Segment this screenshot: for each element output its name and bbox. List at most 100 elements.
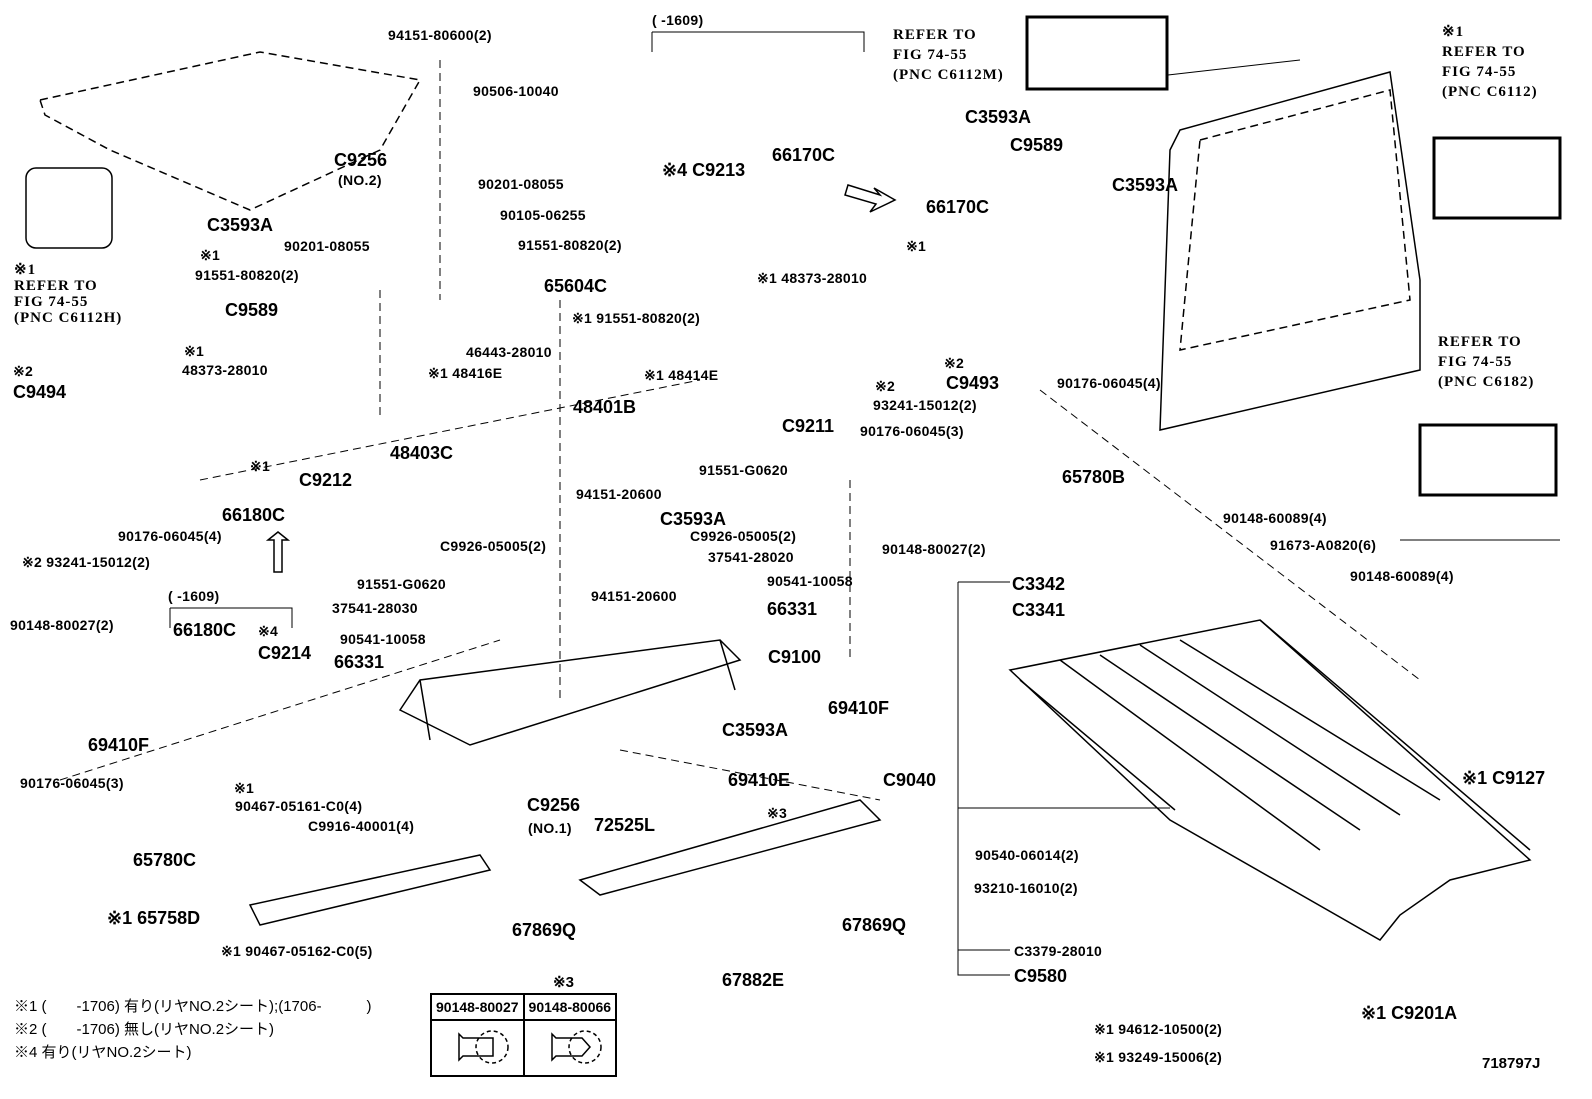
part-callout: C9214 [258, 643, 312, 663]
reference-line: (PNC C6112H) [14, 310, 123, 326]
label-stickers [25, 15, 1562, 497]
part-callout: 66180C [173, 620, 237, 640]
part-callout: ※1 [234, 780, 255, 796]
part-callout: 66180C [222, 505, 286, 525]
part-callout: 94151-80600(2) [388, 27, 492, 43]
part-callout: 90201-08055 [284, 238, 370, 254]
part-callout: ※1 65758D [107, 908, 201, 928]
part-callout: 69410F [828, 698, 890, 718]
part-callout: C9580 [1014, 966, 1068, 986]
part-callout: C9916-40001(4) [308, 818, 415, 834]
reference-line: FIG 74-55 [14, 294, 89, 310]
part-callout: 46443-28010 [466, 344, 552, 360]
part-callout: 66331 [334, 652, 385, 672]
screw-table-header: 90148-80066 [522, 993, 618, 1021]
part-callout: C9926-05005(2) [440, 538, 547, 554]
part-callout: C9256 [334, 150, 388, 170]
headliner-panel [39, 51, 422, 211]
part-callout: C9211 [782, 416, 835, 436]
part-callout: 90105-06255 [500, 207, 586, 223]
part-callout: ※1 90467-05162-C0(5) [221, 943, 373, 959]
part-callout: ※2 93241-15012(2) [22, 554, 151, 570]
reference-line: (PNC C6112) [1442, 84, 1538, 100]
part-callout: ※1 [200, 247, 221, 263]
part-callout: 37541-28030 [332, 600, 418, 616]
part-callout: C9100 [768, 647, 822, 667]
part-callout: 69410E [728, 770, 791, 790]
part-callout: ※1 [250, 458, 271, 474]
part-callout: 90148-60089(4) [1223, 510, 1327, 526]
part-callout: 65780B [1062, 467, 1126, 487]
reference-line: REFER TO [14, 278, 98, 294]
reference-line: REFER TO [1442, 44, 1526, 60]
screw-icon [430, 1019, 525, 1077]
part-callout: (NO.2) [338, 172, 382, 188]
part-callout: ※1 48416E [428, 365, 503, 381]
reference-line: (PNC C6112M) [893, 67, 1004, 83]
part-callout: C3593A [660, 509, 727, 529]
trim-rail [248, 799, 882, 926]
reference-line: REFER TO [893, 27, 977, 43]
part-callout: 90506-10040 [473, 83, 559, 99]
part-callout: 48403C [390, 443, 454, 463]
part-callout: ※1 [906, 238, 927, 254]
part-callout: ※2 [13, 363, 34, 379]
footnote-2: ※2 ( -1706) 無し(リヤNO.2シート) [14, 1021, 275, 1038]
screw-table-mark: ※3 [553, 974, 574, 991]
part-callout: 48373-28010 [182, 362, 268, 378]
part-callout: C3593A [965, 107, 1032, 127]
part-callout: 67882E [722, 970, 785, 990]
part-callout: (NO.1) [528, 820, 572, 836]
part-callout: 67869Q [842, 915, 907, 935]
part-callout: ※2 [944, 355, 965, 371]
part-callout: ※2 [875, 378, 896, 394]
figure-number: 718797J [1482, 1055, 1541, 1072]
part-callout: C9926-05005(2) [690, 528, 797, 544]
part-callout: 94151-20600 [591, 588, 677, 604]
part-callout: 66170C [926, 197, 990, 217]
reference-c6112: ※1 REFER TO FIG 74-55 (PNC C6112) [1442, 22, 1538, 102]
part-callout: 93210-16010(2) [974, 880, 1078, 896]
part-callout: ( -1609) [168, 588, 220, 604]
part-callout: ※1 94612-10500(2) [1094, 1021, 1223, 1037]
part-callout: 90540-06014(2) [975, 847, 1079, 863]
part-callout: ※3 [767, 805, 788, 821]
part-callout: 65604C [544, 276, 608, 296]
part-callout: 91551-80820(2) [518, 237, 622, 253]
part-callout: C3593A [1112, 175, 1179, 195]
reference-c6112m: REFER TO FIG 74-55 (PNC C6112M) [893, 25, 1004, 85]
part-callout: 90201-08055 [478, 176, 564, 192]
part-callout: 90148-80027(2) [882, 541, 986, 557]
reference-line: FIG 74-55 [893, 47, 968, 63]
part-callout: 90176-06045(4) [118, 528, 222, 544]
part-callout: 91551-G0620 [699, 462, 788, 478]
part-callout: 72525L [594, 815, 656, 835]
part-callout: C9493 [946, 373, 1000, 393]
part-callout: ※1 91551-80820(2) [572, 310, 701, 326]
part-callout: C9212 [299, 470, 353, 490]
part-callout: 90467-05161-C0(4) [235, 798, 363, 814]
part-callout: ※1 C9127 [1462, 768, 1546, 788]
part-callout: 90176-06045(4) [1057, 375, 1161, 391]
reference-line: REFER TO [1438, 334, 1522, 350]
screw-table-header: 90148-80027 [430, 993, 525, 1021]
seat-back-panel [1159, 71, 1421, 431]
direction-arrows [265, 184, 897, 573]
screw-table: 90148-80027 90148-80066 [430, 993, 618, 1077]
part-callout: 66331 [767, 599, 818, 619]
seat-frame [398, 639, 742, 746]
reference-line: FIG 74-55 [1438, 354, 1513, 370]
part-callout: 91673-A0820(6) [1270, 537, 1377, 553]
part-callout: ※1 C9201A [1361, 1003, 1458, 1023]
reference-c6112h: ※1 REFER TO FIG 74-55 (PNC C6112H) [14, 262, 122, 326]
part-callout: 37541-28020 [708, 549, 794, 565]
part-callout: 66170C [772, 145, 836, 165]
part-callout: 67869Q [512, 920, 577, 940]
part-callout: 90541-10058 [340, 631, 426, 647]
part-callout: C9494 [13, 382, 67, 402]
part-callout: C9589 [1010, 135, 1064, 155]
leader-lines [59, 31, 1560, 976]
part-callout: C3342 [1012, 574, 1066, 594]
